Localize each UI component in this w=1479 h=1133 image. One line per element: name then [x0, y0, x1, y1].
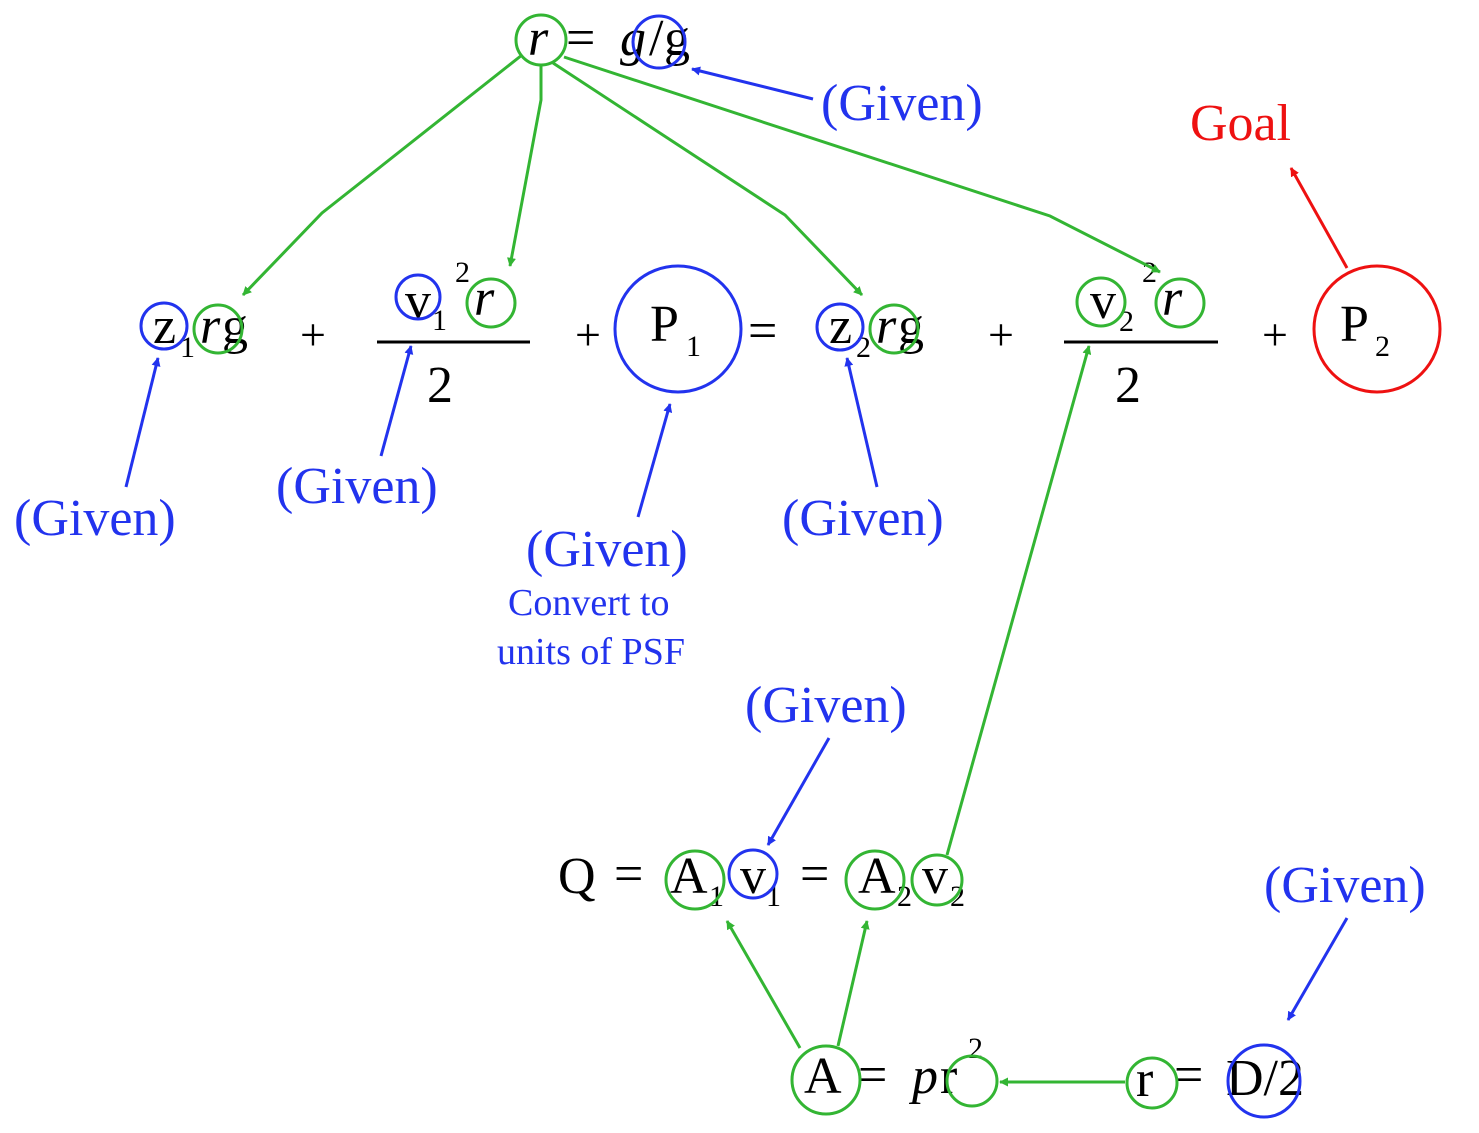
q-term: Q [558, 848, 596, 905]
density-equation: r = g / g [528, 10, 690, 67]
p2-goal-circle [1312, 264, 1442, 394]
v1-term: v [405, 273, 431, 330]
v1-continuity-subscript: 1 [766, 880, 781, 913]
density-equals: = [566, 10, 595, 67]
plus-sign-4: + [1262, 309, 1288, 360]
plus-sign-2: + [575, 309, 601, 360]
rho-symbol: r [528, 10, 549, 67]
v2-bernoulli-circle [1075, 276, 1127, 328]
given-label-v1-continuity: (Given) [745, 677, 907, 734]
plus-sign-1: + [300, 309, 326, 360]
rho-z2-circle [868, 303, 920, 355]
p1-circle [613, 264, 743, 394]
a1-circle [664, 849, 726, 911]
p2-term: P [1340, 296, 1369, 353]
arrow-given-v1-continuity [766, 737, 831, 846]
arrow-rho-to-v1 [507, 64, 543, 267]
v2-continuity-circle [910, 853, 964, 907]
denominator-2: 2 [1115, 357, 1141, 414]
given-label-z2: (Given) [782, 490, 944, 547]
bernoulli-equation: z 1 r g + v 1 2 r 2 + P 1 = z 2 r g + v … [153, 256, 1390, 414]
given-label-diameter: (Given) [1264, 857, 1426, 914]
arrow-rho-to-z1 [241, 53, 523, 297]
area-term: A [804, 1048, 842, 1105]
a2-subscript: 2 [897, 880, 912, 913]
rho-term-1: r [200, 298, 221, 355]
given-arrows [124, 66, 1349, 1021]
z2-subscript: 2 [856, 331, 871, 364]
continuity-equals-2: = [800, 846, 829, 903]
rho-z1-circle [192, 303, 244, 355]
a2-term: A [858, 848, 896, 905]
rho-v2-circle [1154, 277, 1206, 329]
area-circle [790, 1044, 862, 1116]
given-label-z1: (Given) [14, 490, 176, 547]
z2-circle [815, 302, 865, 352]
v1-exponent: 2 [455, 256, 470, 289]
arrow-given-p1 [636, 403, 673, 518]
arrow-goal [1289, 167, 1349, 269]
rho-v1-circle [465, 277, 517, 329]
p1-note-line-2: units of PSF [497, 631, 685, 673]
radius-circle [1125, 1056, 1179, 1110]
p2-subscript: 2 [1375, 330, 1390, 363]
diameter-over-two: D/2 [1226, 1050, 1304, 1107]
p1-term: P [650, 296, 679, 353]
arrow-given-diameter [1286, 917, 1349, 1021]
arrow-given-z2 [844, 357, 879, 488]
area-equation: A = p r 2 [804, 1032, 983, 1105]
v2-subscript: 2 [1119, 305, 1134, 338]
denominator-1: 2 [427, 357, 453, 414]
z1-subscript: 1 [180, 331, 195, 364]
radius-term: r [1136, 1051, 1153, 1108]
v1-subscript: 1 [432, 304, 447, 337]
v2-exponent: 2 [1142, 256, 1157, 289]
dependency-arrows [241, 53, 1161, 1087]
arrow-continuity-to-v2 [945, 345, 1092, 856]
diameter-circle [1226, 1043, 1302, 1119]
continuity-equals-1: = [614, 846, 643, 903]
labels: Goal (Given) (Given) (Given) (Given) Con… [14, 75, 1426, 914]
rho-term-v1: r [474, 270, 495, 327]
z2-term: z [829, 298, 852, 355]
arrow-rho-to-v2 [563, 55, 1161, 274]
v2-term: v [1090, 273, 1116, 330]
highlight-circles [139, 13, 1442, 1119]
area-equals: = [858, 1047, 887, 1104]
pi-symbol: p [908, 1048, 938, 1105]
a2-circle [844, 849, 906, 911]
z1-circle [139, 301, 189, 351]
area-radius-circle [945, 1054, 999, 1108]
plus-sign-3: + [988, 309, 1014, 360]
arrow-area-to-a1 [725, 920, 802, 1049]
given-label-p1: (Given) [526, 521, 688, 578]
radius-equation: r = D/2 [1136, 1047, 1304, 1108]
a1-subscript: 1 [709, 880, 724, 913]
z1-term: z [153, 298, 176, 355]
given-label-gamma: (Given) [821, 75, 983, 132]
p1-note-line-1: Convert to [508, 582, 669, 624]
goal-label: Goal [1190, 95, 1291, 152]
gamma-circle [631, 14, 687, 70]
given-label-v1: (Given) [276, 458, 438, 515]
arrow-given-gamma [691, 66, 814, 101]
v1-continuity-circle [727, 848, 779, 900]
arrow-given-z1 [124, 357, 161, 488]
radius-equals: = [1174, 1047, 1203, 1104]
area-exponent: 2 [968, 1032, 983, 1065]
rho-term-2: r [876, 298, 897, 355]
density-slash: / [649, 10, 664, 67]
arrow-area-to-a2 [836, 920, 870, 1047]
v1-bernoulli-circle [394, 273, 442, 321]
bernoulli-equals: = [748, 303, 777, 360]
arrow-rho-to-z2 [552, 61, 864, 297]
p1-subscript: 1 [686, 330, 701, 363]
arrow-given-v1 [379, 345, 414, 457]
